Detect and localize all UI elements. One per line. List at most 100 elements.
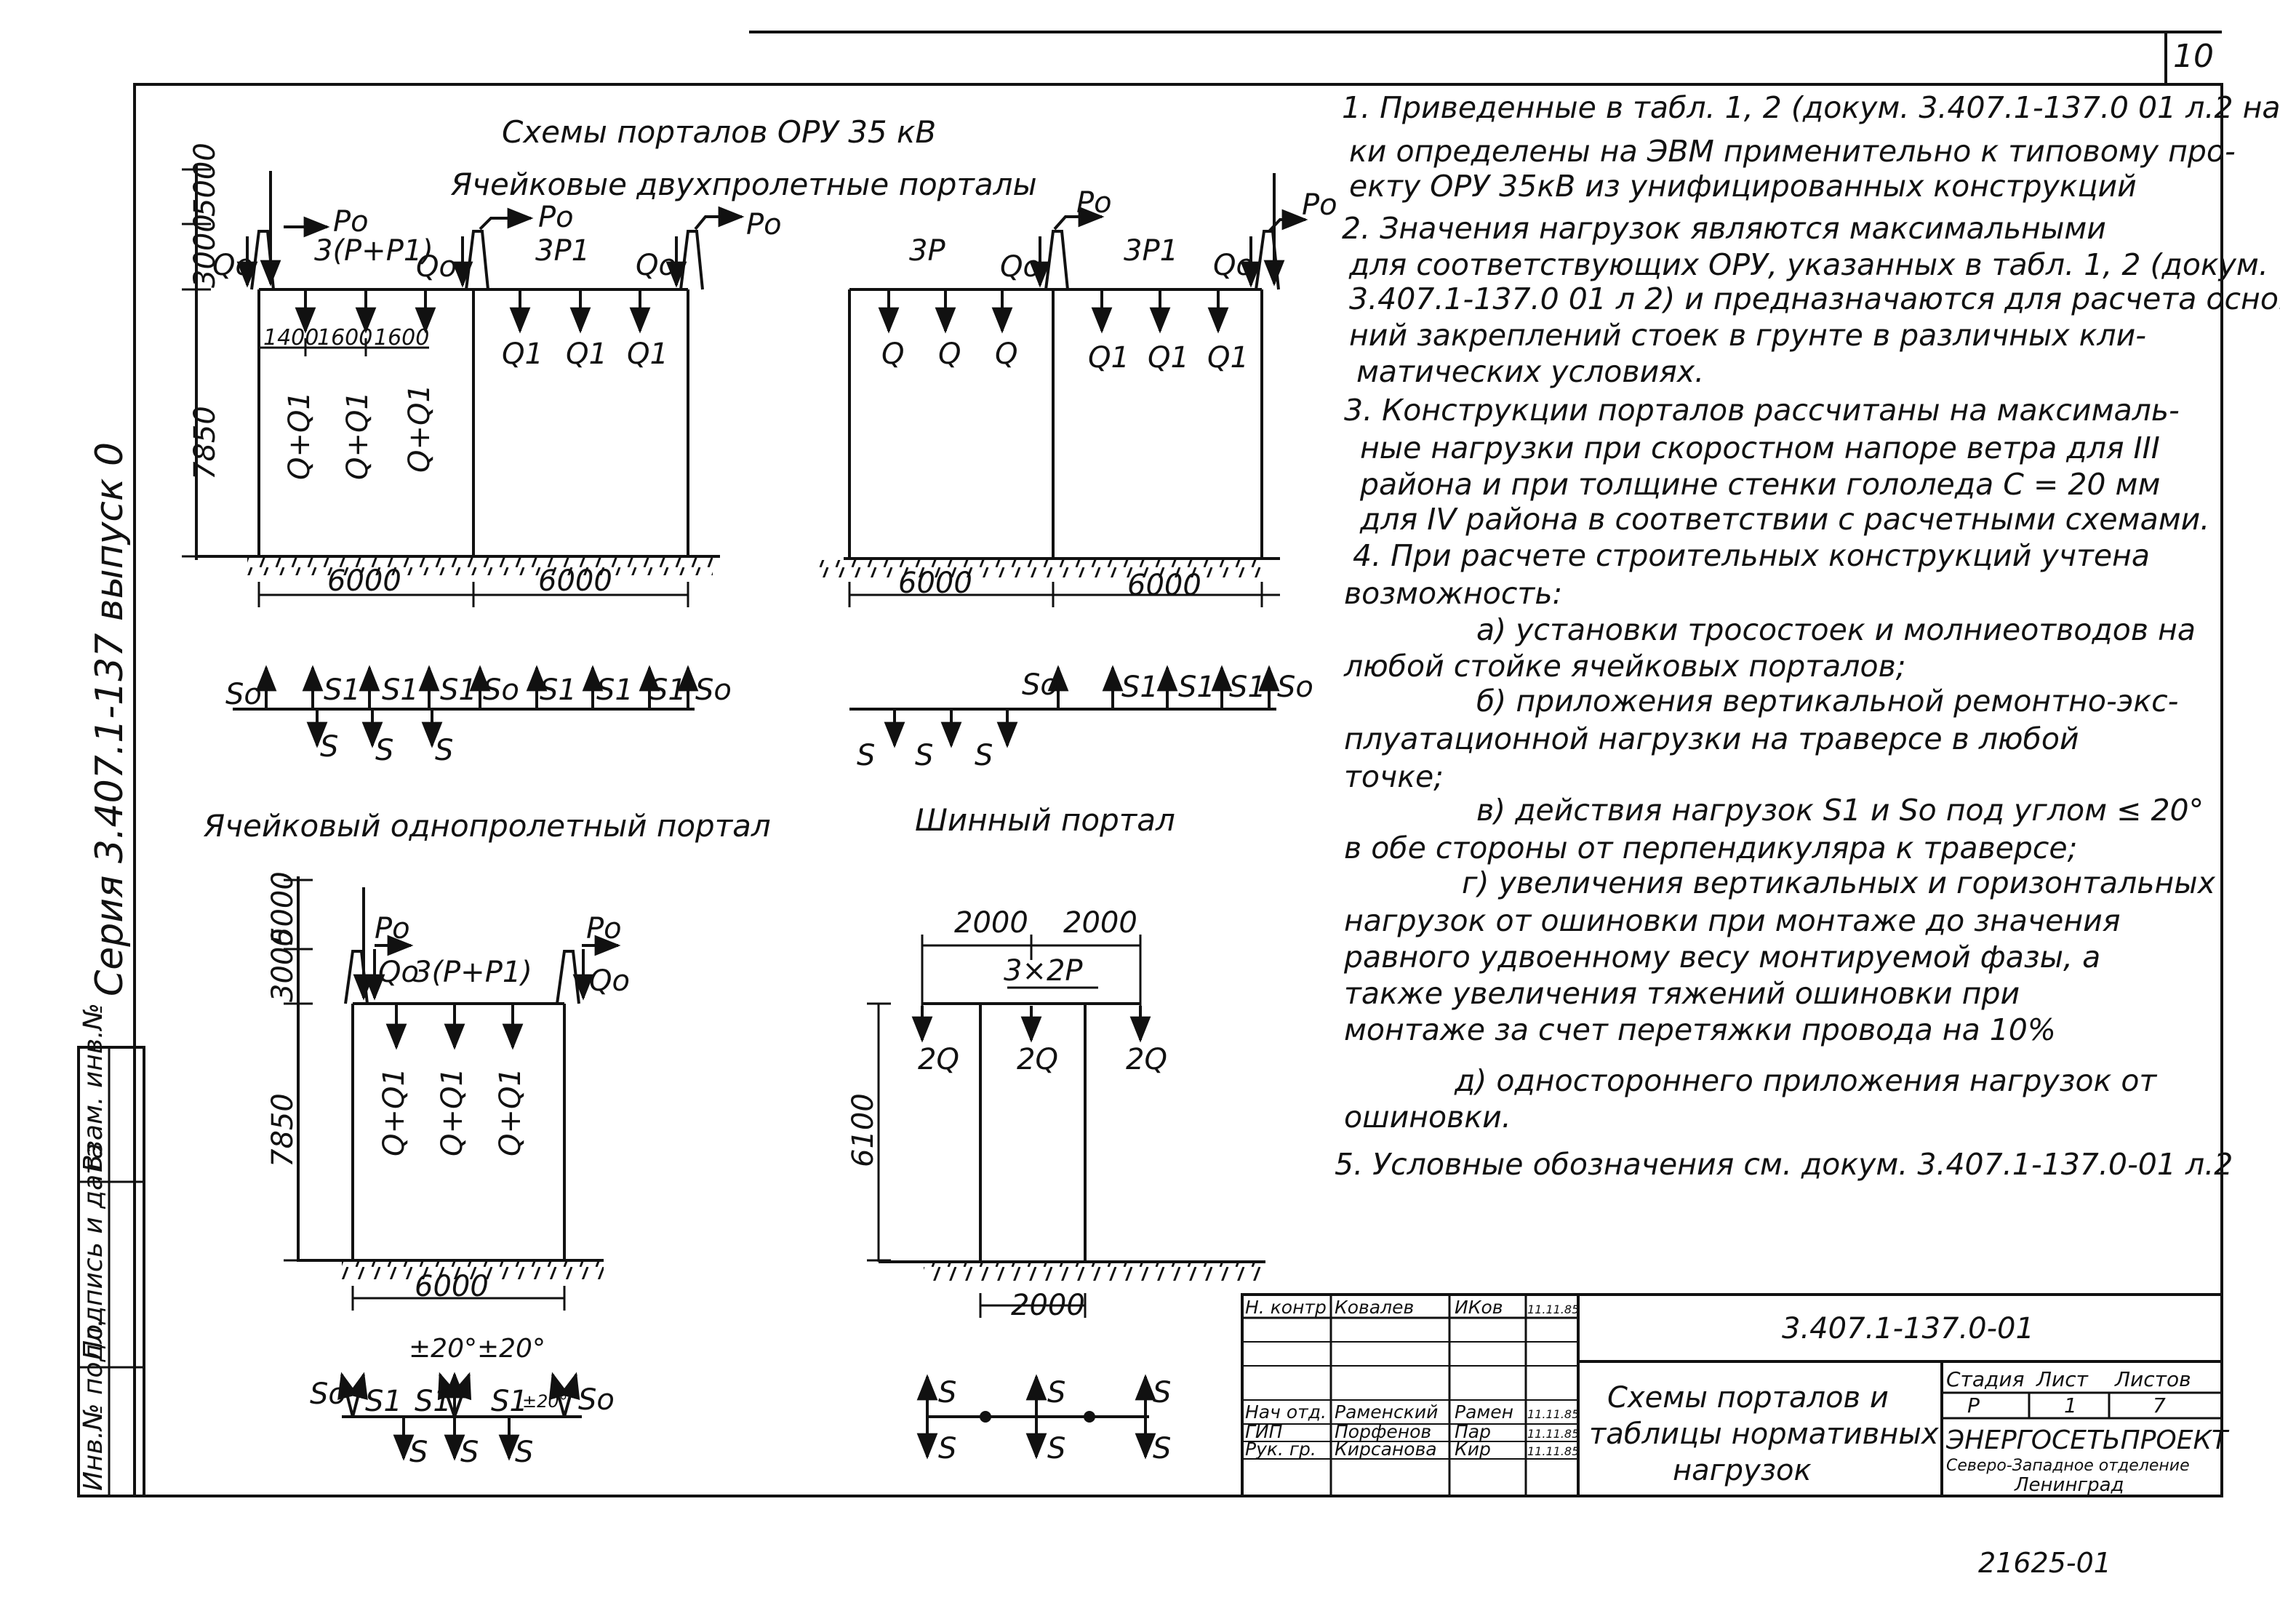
series-label: Серия 3.407.1-137 выпуск 0 — [88, 442, 132, 996]
bus-portal-title: Шинный портал — [915, 802, 1175, 838]
note-line: любой стойке ячейковых порталов; — [1343, 649, 1906, 684]
s-labels-two-span-left: So S1 S1 S1 So S1 S1 S1 So S S S — [225, 673, 732, 767]
stamp-inv-original: Инв.№ подл. — [79, 1319, 108, 1491]
svg-text:Q1: Q1 — [627, 337, 668, 371]
note-line: возможность: — [1344, 576, 1562, 611]
svg-text:S: S — [320, 730, 338, 764]
svg-text:Q1: Q1 — [502, 337, 543, 371]
svg-text:S: S — [938, 1376, 956, 1409]
svg-text:2Q: 2Q — [1126, 1043, 1167, 1076]
svg-text:1600: 1600 — [374, 325, 429, 351]
svg-text:So: So — [310, 1377, 346, 1411]
svg-text:Q+Q1: Q+Q1 — [494, 1068, 527, 1156]
svg-text:2000: 2000 — [1063, 906, 1137, 940]
svg-text:Po: Po — [333, 205, 369, 239]
svg-text:S: S — [409, 1436, 428, 1469]
svg-text:±20°: ±20° — [522, 1391, 568, 1412]
svg-text:Лист: Лист — [2036, 1367, 2089, 1391]
svg-text:Раменский: Раменский — [1335, 1401, 1438, 1423]
labels-two-span-left: 5000 3000 7850 Qo Po 3(P+P1) Qo Po 3P1 Q… — [188, 143, 782, 598]
svg-text:7: 7 — [2153, 1393, 2166, 1417]
svg-text:1400: 1400 — [263, 325, 319, 351]
org-name: ЭНЕРГОСЕТЬПРОЕКТ — [1945, 1425, 2230, 1455]
note-line: матических условиях. — [1356, 354, 1704, 389]
notes-block: 1. Приведенные в табл. 1, 2 (докум. 3.40… — [1335, 90, 2280, 1182]
note-line: г) увеличения вертикальных и горизонталь… — [1462, 865, 2216, 900]
one-span-title: Ячейковый однопролетный портал — [203, 808, 771, 844]
note-line: для IV района в соответствии с расчетным… — [1359, 502, 2209, 537]
diagram-two-span-left — [182, 164, 745, 607]
svg-text:2Q: 2Q — [1017, 1043, 1058, 1076]
note-line: в) действия нагрузок S1 и So под углом ≤… — [1476, 793, 2204, 828]
note-line: 3.407.1-137.0 01 л 2) и предназначаются … — [1349, 281, 2280, 316]
doc-code: 3.407.1-137.0-01 — [1782, 1312, 2034, 1345]
svg-text:Северо-Западное отделение: Северо-Западное отделение — [1946, 1457, 2190, 1475]
svg-text:So: So — [483, 673, 519, 707]
main-title: Схемы порталов ОРУ 35 кВ — [502, 114, 936, 150]
svg-text:3P1: 3P1 — [535, 234, 590, 268]
note-line: ные нагрузки при скоростном напоре ветра… — [1360, 431, 2160, 465]
title-block — [1241, 1293, 2223, 1497]
diagram-one-span — [284, 876, 621, 1311]
svg-text:Кир: Кир — [1455, 1439, 1491, 1460]
svg-text:S1: S1 — [440, 673, 477, 707]
s-labels-one-span: ±20°±20° ±20° So S1 S1 S1 So S S S — [310, 1334, 615, 1469]
note-line: ошиновки. — [1344, 1100, 1511, 1135]
svg-text:Q+Q1: Q+Q1 — [436, 1068, 469, 1156]
note-line: екту ОРУ 35кВ из унифицированных констру… — [1349, 169, 2137, 204]
doc-title-line: нагрузок — [1673, 1454, 1812, 1487]
svg-text:So: So — [695, 673, 732, 707]
svg-text:Q: Q — [995, 337, 1017, 371]
doc-title-line: таблицы нормативных — [1589, 1417, 1939, 1451]
labels-one-span: 5000 3000 7850 Po Qo 3(P+P1) Po Qo Q+Q1 … — [266, 871, 630, 1303]
svg-text:6000: 6000 — [415, 1270, 489, 1303]
svg-text:Q+Q1: Q+Q1 — [377, 1068, 411, 1156]
svg-text:2000: 2000 — [954, 906, 1028, 940]
svg-text:11.11.85: 11.11.85 — [1527, 1303, 1579, 1316]
s-loads-two-span-left — [233, 665, 699, 748]
svg-text:Листов: Листов — [2114, 1367, 2191, 1391]
svg-text:So: So — [1277, 671, 1313, 704]
svg-text:So: So — [225, 678, 262, 711]
svg-text:Po: Po — [1076, 186, 1112, 220]
svg-text:S: S — [938, 1432, 956, 1465]
svg-text:Рук. гр.: Рук. гр. — [1245, 1439, 1316, 1460]
note-line: а) установки тросостоек и молниеотводов … — [1476, 612, 2196, 647]
svg-text:11.11.85: 11.11.85 — [1527, 1444, 1579, 1458]
svg-text:6100: 6100 — [847, 1093, 880, 1167]
svg-text:ГИП: ГИП — [1245, 1421, 1283, 1442]
note-line: монтаже за счет перетяжки провода на 10% — [1344, 1012, 2056, 1047]
svg-text:S: S — [1153, 1376, 1171, 1409]
svg-text:Po: Po — [746, 208, 782, 241]
s-loads-two-span-right — [849, 665, 1280, 748]
note-line: в обе стороны от перпендикуляра к травер… — [1344, 831, 2077, 865]
svg-text:Qo: Qo — [1213, 249, 1254, 282]
svg-text:Q: Q — [938, 337, 961, 371]
svg-text:S1: S1 — [491, 1385, 528, 1418]
diagram-bus-portal — [867, 935, 1265, 1460]
svg-text:6000: 6000 — [538, 564, 612, 598]
svg-text:Пар: Пар — [1455, 1421, 1491, 1442]
svg-text:S: S — [1153, 1432, 1171, 1465]
two-span-title: Ячейковые двухпролетные порталы — [450, 167, 1037, 202]
svg-text:5000: 5000 — [266, 871, 300, 945]
svg-text:6000: 6000 — [1127, 569, 1201, 602]
svg-text:Ковалев: Ковалев — [1335, 1297, 1414, 1318]
note-line: б) приложения вертикальной ремонтно-экс- — [1476, 684, 2178, 719]
svg-text:Qo: Qo — [589, 964, 630, 998]
svg-text:Qo: Qo — [636, 249, 676, 282]
note-line: для соответствующих ОРУ, указанных в таб… — [1348, 247, 2268, 282]
note-line: 1. Приведенные в табл. 1, 2 (докум. 3.40… — [1342, 90, 2280, 125]
svg-text:6000: 6000 — [327, 564, 401, 598]
svg-text:Q1: Q1 — [1148, 341, 1189, 375]
svg-text:S1: S1 — [415, 1385, 452, 1418]
note-line: ний закреплений стоек в грунте в различн… — [1349, 318, 2146, 353]
svg-text:S: S — [975, 739, 993, 772]
svg-text:3000: 3000 — [266, 928, 300, 1002]
title-block-text: Н. контр Ковалев ИКов 11.11.85 Нач отд. … — [1245, 1297, 2230, 1496]
sheet-frame: 10 Взам. инв.№ Подпись и дата Инв.№ подл… — [77, 31, 2223, 1497]
svg-text:Q+Q1: Q+Q1 — [283, 391, 316, 480]
note-line: 5. Условные обозначения см. докум. 3.407… — [1335, 1147, 2233, 1182]
svg-text:1600: 1600 — [317, 325, 372, 351]
